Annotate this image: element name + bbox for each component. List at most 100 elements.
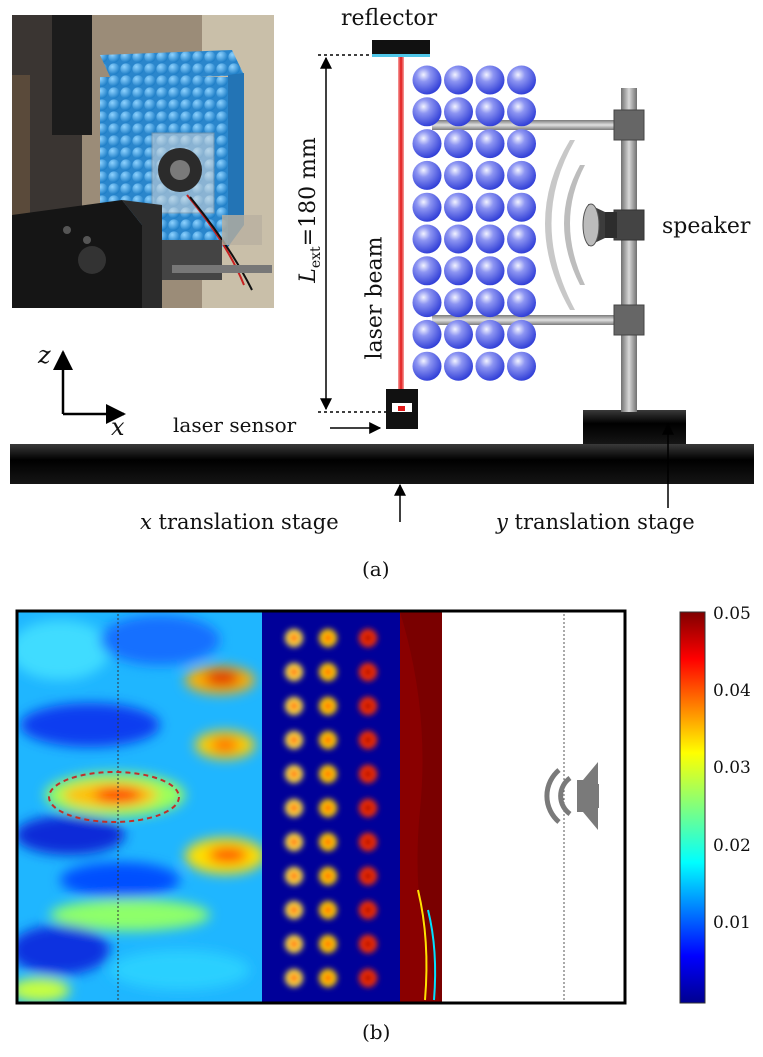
lattice-hotspot-core xyxy=(324,804,332,812)
lattice-sphere xyxy=(507,97,536,127)
lattice-hotspot-core xyxy=(364,872,372,880)
lattice-hotspot-core xyxy=(290,702,298,710)
lattice-sphere xyxy=(412,319,442,349)
lattice-hotspot-core xyxy=(324,668,332,676)
lattice-hotspot-core xyxy=(364,668,372,676)
lattice-sphere xyxy=(444,97,473,127)
x-translation-stage-label: x translation stage xyxy=(140,510,339,534)
lattice-sphere xyxy=(475,319,505,349)
lattice-hotspot-core xyxy=(290,940,298,948)
lattice-sphere xyxy=(412,351,442,381)
lattice-hotspot-core xyxy=(364,736,372,744)
lattice-sphere xyxy=(507,224,536,254)
lattice-sphere xyxy=(412,192,442,222)
lattice-sphere xyxy=(475,160,505,190)
laser-sensor xyxy=(386,389,418,429)
y-translation-stage-label: y translation stage xyxy=(496,510,695,534)
length-symbol: L xyxy=(295,268,321,283)
lattice-sphere xyxy=(507,351,536,381)
y-stage-var: y xyxy=(496,510,508,534)
lattice-sphere xyxy=(507,319,536,349)
lattice-sphere xyxy=(444,288,473,318)
panel-a-setup-diagram: reflector Lext=180 mm laser beam speaker… xyxy=(10,6,754,581)
field-map-lattice xyxy=(262,612,442,1002)
extension-length-label: Lext=180 mm xyxy=(296,137,324,283)
field-map-left xyxy=(18,612,262,1002)
lattice-sphere xyxy=(444,256,473,286)
lattice-hotspot-core xyxy=(324,974,332,982)
laser-sensor-label: laser sensor xyxy=(173,413,297,437)
panel-b-field-map: 0.05 0.04 0.03 0.02 0.01 (b) xyxy=(0,590,763,1057)
lattice-hotspot-core xyxy=(364,940,372,948)
lattice-sphere xyxy=(507,65,536,95)
caption-b: (b) xyxy=(362,1020,391,1044)
lattice-hotspot-core xyxy=(324,906,332,914)
lattice-hotspot-core xyxy=(290,736,298,744)
lattice-hotspot-core xyxy=(324,634,332,642)
x-stage-var: x xyxy=(140,510,152,534)
lattice-hotspot-core xyxy=(290,906,298,914)
lattice-sphere xyxy=(475,224,505,254)
lattice-sphere xyxy=(444,351,473,381)
colorbar-tick-2: 0.04 xyxy=(713,681,751,701)
lattice-hotspot-core xyxy=(290,838,298,846)
lattice-hotspot-core xyxy=(364,702,372,710)
colorbar xyxy=(679,611,706,1004)
speaker-icon-b xyxy=(544,762,599,830)
lattice-hotspot-core xyxy=(364,770,372,778)
lattice-sphere xyxy=(412,256,442,286)
lattice-sphere xyxy=(507,129,536,159)
lattice-sphere xyxy=(444,160,473,190)
lattice-sphere xyxy=(475,129,505,159)
y-stage-text: translation stage xyxy=(507,510,695,534)
lattice-sphere xyxy=(412,65,442,95)
lattice-hotspot-core xyxy=(364,974,372,982)
lattice-hotspot-core xyxy=(290,634,298,642)
lattice-sphere xyxy=(412,288,442,318)
lattice-sphere xyxy=(507,288,536,318)
colorbar-tick-3: 0.03 xyxy=(713,758,751,778)
reflector-label: reflector xyxy=(341,6,438,31)
lattice-hotspot-core xyxy=(290,668,298,676)
speaker-icon xyxy=(582,203,617,247)
lattice-hotspot-core xyxy=(364,906,372,914)
sphere-lattice xyxy=(412,65,536,381)
field-map-frame xyxy=(15,609,627,1005)
reflector xyxy=(372,40,430,54)
length-value: =180 mm xyxy=(295,137,321,247)
lattice-sphere xyxy=(507,160,536,190)
lattice-sphere xyxy=(475,256,505,286)
lattice-hotspot-core xyxy=(290,872,298,880)
z-axis-label: z xyxy=(38,341,51,369)
colorbar-tick-5: 0.01 xyxy=(713,913,751,933)
highlight-ellipse xyxy=(48,771,180,823)
lattice-sphere xyxy=(507,192,536,222)
x-stage-text: translation stage xyxy=(151,510,339,534)
lattice-hotspot-core xyxy=(324,702,332,710)
lattice-hotspot-core xyxy=(290,770,298,778)
lattice-hotspot-core xyxy=(324,940,332,948)
lattice-hotspot-core xyxy=(324,770,332,778)
lattice-sphere xyxy=(475,65,505,95)
lattice-sphere xyxy=(412,224,442,254)
lattice-sphere xyxy=(444,319,473,349)
lattice-sphere xyxy=(475,288,505,318)
caption-a: (a) xyxy=(362,557,390,581)
laser-beam-label: laser beam xyxy=(362,236,388,360)
x-translation-stage xyxy=(10,444,754,484)
x-axis-label: x xyxy=(111,413,125,441)
lattice-sphere xyxy=(444,129,473,159)
lattice-sphere xyxy=(507,256,536,286)
lattice-hotspot-core xyxy=(364,838,372,846)
length-subscript: ext xyxy=(308,246,325,269)
experiment-photo xyxy=(12,15,274,308)
lattice-hotspot-core xyxy=(364,634,372,642)
lattice-hotspot-core xyxy=(324,838,332,846)
speaker-label: speaker xyxy=(662,214,751,239)
lattice-sphere xyxy=(475,192,505,222)
colorbar-tick-4: 0.02 xyxy=(713,836,751,856)
lattice-hotspot-core xyxy=(290,974,298,982)
lattice-hotspot-core xyxy=(324,736,332,744)
lattice-sphere xyxy=(475,97,505,127)
lattice-sphere xyxy=(412,160,442,190)
